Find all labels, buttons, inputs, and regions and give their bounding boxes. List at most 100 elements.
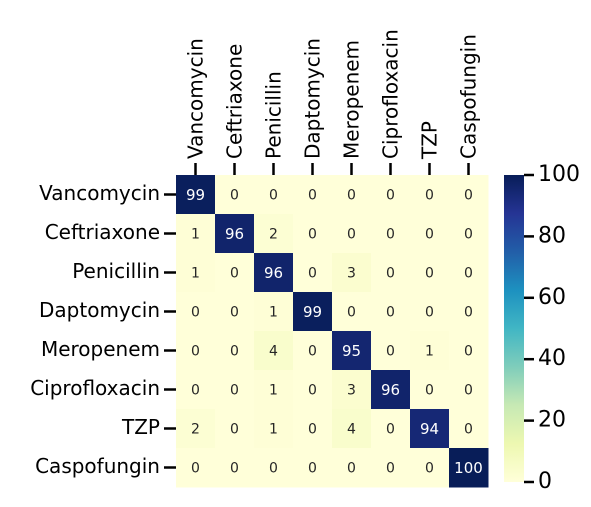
heatmap-cell-6-4 xyxy=(332,409,372,449)
heatmap-cell-0-1 xyxy=(215,175,255,215)
cell-annotation-6-5: 0 xyxy=(386,422,395,438)
heatmap-cell-7-3 xyxy=(293,448,333,488)
heatmap-cell-0-5 xyxy=(371,175,411,215)
heatmap-cell-3-7 xyxy=(449,292,489,332)
colorbar-tick-label-4: 80 xyxy=(538,223,566,248)
heatmap-cell-1-6 xyxy=(410,214,450,254)
heatmap-cell-2-5 xyxy=(371,253,411,293)
heatmap-cell-1-3 xyxy=(293,214,333,254)
heatmap-cell-6-5 xyxy=(371,409,411,449)
cell-annotation-0-1: 0 xyxy=(230,188,239,204)
heatmap-cell-7-1 xyxy=(215,448,255,488)
cell-annotation-0-7: 0 xyxy=(464,188,473,204)
cell-annotation-6-4: 4 xyxy=(347,422,356,438)
cell-annotation-3-0: 0 xyxy=(191,305,200,321)
heatmap-cell-6-6 xyxy=(410,409,450,449)
cell-annotation-4-2: 4 xyxy=(269,344,278,360)
y-tick-label-5: Ciprofloxacin xyxy=(30,376,160,400)
x-tick-label-5: Ciprofloxacin xyxy=(379,29,403,159)
heatmap-cell-3-2 xyxy=(254,292,294,332)
heatmap-cell-5-4 xyxy=(332,370,372,410)
cell-annotation-7-5: 0 xyxy=(386,461,395,477)
heatmap-cell-5-2 xyxy=(254,370,294,410)
heatmap-cell-6-3 xyxy=(293,409,333,449)
heatmap-cell-7-6 xyxy=(410,448,450,488)
cell-annotation-0-0: 99 xyxy=(186,186,205,204)
heatmap-cell-2-6 xyxy=(410,253,450,293)
cell-annotation-7-3: 0 xyxy=(308,461,317,477)
cell-annotation-2-2: 96 xyxy=(264,264,283,282)
cell-annotation-3-4: 0 xyxy=(347,305,356,321)
cell-annotation-1-4: 0 xyxy=(347,227,356,243)
cell-annotation-2-3: 0 xyxy=(308,266,317,282)
heatmap-cell-7-5 xyxy=(371,448,411,488)
heatmap-cell-4-5 xyxy=(371,331,411,371)
cell-annotation-4-1: 0 xyxy=(230,344,239,360)
cell-annotation-0-2: 0 xyxy=(269,188,278,204)
heatmap-cell-6-2 xyxy=(254,409,294,449)
heatmap-cell-4-0 xyxy=(176,331,216,371)
x-tick-label-2: Penicillin xyxy=(262,71,286,159)
heatmap-cell-0-6 xyxy=(410,175,450,215)
x-tick-label-3: Daptomycin xyxy=(301,38,325,159)
heatmap-cell-0-2 xyxy=(254,175,294,215)
cell-annotation-2-6: 0 xyxy=(425,266,434,282)
cell-annotation-1-6: 0 xyxy=(425,227,434,243)
cell-annotation-1-0: 1 xyxy=(191,227,200,243)
heatmap-cell-2-2 xyxy=(254,253,294,293)
cell-annotation-1-5: 0 xyxy=(386,227,395,243)
cell-annotation-7-4: 0 xyxy=(347,461,356,477)
y-tick-label-3: Daptomycin xyxy=(39,298,160,322)
heatmap-cell-0-4 xyxy=(332,175,372,215)
cell-annotation-3-1: 0 xyxy=(230,305,239,321)
heatmap-cell-2-7 xyxy=(449,253,489,293)
heatmap-cell-4-7 xyxy=(449,331,489,371)
heatmap-cell-3-0 xyxy=(176,292,216,332)
heatmap-cell-5-1 xyxy=(215,370,255,410)
cell-annotation-7-0: 0 xyxy=(191,461,200,477)
heatmap-cell-0-3 xyxy=(293,175,333,215)
colorbar-tick-label-1: 20 xyxy=(538,408,566,433)
colorbar-tick-label-3: 60 xyxy=(538,285,566,310)
cell-annotation-5-3: 0 xyxy=(308,383,317,399)
cell-annotation-1-7: 0 xyxy=(464,227,473,243)
heatmap-cell-3-6 xyxy=(410,292,450,332)
heatmap-cell-0-7 xyxy=(449,175,489,215)
y-tick-label-2: Penicillin xyxy=(72,259,160,283)
cell-annotation-3-5: 0 xyxy=(386,305,395,321)
cell-annotation-6-2: 1 xyxy=(269,422,278,438)
heatmap-cell-2-4 xyxy=(332,253,372,293)
cell-annotation-2-5: 0 xyxy=(386,266,395,282)
cell-annotation-2-7: 0 xyxy=(464,266,473,282)
cell-annotation-7-7: 100 xyxy=(454,459,483,477)
heatmap-cell-4-3 xyxy=(293,331,333,371)
y-tick-label-4: Meropenem xyxy=(41,337,160,361)
cell-annotation-5-1: 0 xyxy=(230,383,239,399)
cell-annotation-2-0: 1 xyxy=(191,266,200,282)
cell-annotation-6-7: 0 xyxy=(464,422,473,438)
cell-annotation-5-5: 96 xyxy=(381,381,400,399)
cell-annotation-3-3: 99 xyxy=(303,303,322,321)
heatmap-cell-1-7 xyxy=(449,214,489,254)
cell-annotation-5-6: 0 xyxy=(425,383,434,399)
cell-annotation-0-5: 0 xyxy=(386,188,395,204)
y-axis-ticks: VancomycinCeftriaxonePenicillinDaptomyci… xyxy=(30,181,176,478)
heatmap-cell-5-6 xyxy=(410,370,450,410)
heatmap-cell-4-2 xyxy=(254,331,294,371)
heatmap-cell-2-3 xyxy=(293,253,333,293)
heatmap-cell-6-0 xyxy=(176,409,216,449)
heatmap-cell-1-5 xyxy=(371,214,411,254)
heatmap-cell-3-4 xyxy=(332,292,372,332)
heatmap-cell-5-7 xyxy=(449,370,489,410)
cell-annotation-0-3: 0 xyxy=(308,188,317,204)
heatmap-cell-2-0 xyxy=(176,253,216,293)
heatmap-cell-7-0 xyxy=(176,448,216,488)
cell-annotation-6-6: 94 xyxy=(420,420,439,438)
cell-annotation-3-7: 0 xyxy=(464,305,473,321)
y-tick-label-6: TZP xyxy=(121,415,160,439)
heatmap-cell-2-1 xyxy=(215,253,255,293)
heatmap-cell-4-1 xyxy=(215,331,255,371)
x-tick-label-6: TZP xyxy=(418,121,442,160)
cell-annotation-0-4: 0 xyxy=(347,188,356,204)
